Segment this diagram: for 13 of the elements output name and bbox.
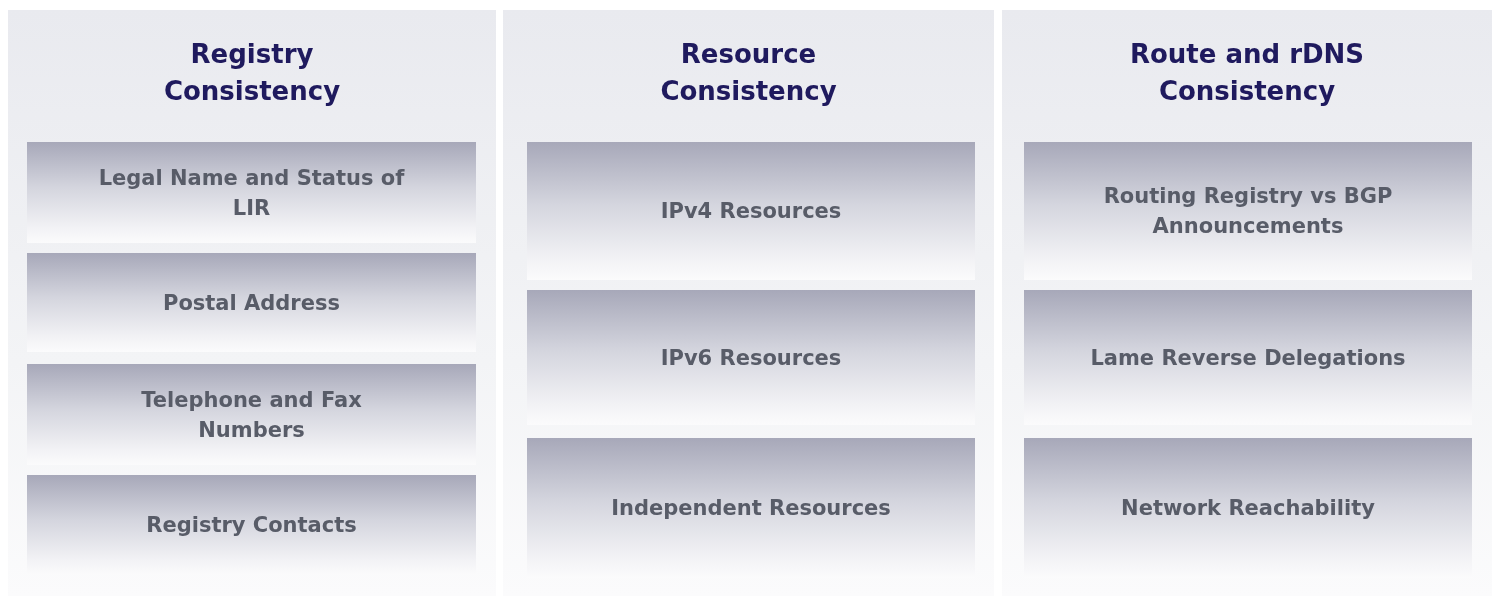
column-panel xyxy=(8,10,496,596)
category-card: IPv4 Resources xyxy=(527,142,975,280)
category-card: Lame Reverse Delegations xyxy=(1024,290,1472,425)
column-panel xyxy=(503,10,994,596)
category-card: IPv6 Resources xyxy=(527,290,975,425)
column-heading: Route and rDNS Consistency xyxy=(1128,38,1366,108)
category-card: Legal Name and Status of LIR xyxy=(27,142,476,243)
category-card: Routing Registry vs BGP Announcements xyxy=(1024,142,1472,280)
column-panel xyxy=(1002,10,1492,596)
column-heading: Registry Consistency xyxy=(162,38,342,108)
category-card: Postal Address xyxy=(27,253,476,352)
category-card: Telephone and Fax Numbers xyxy=(27,364,476,465)
column-heading: Resource Consistency xyxy=(659,38,838,108)
